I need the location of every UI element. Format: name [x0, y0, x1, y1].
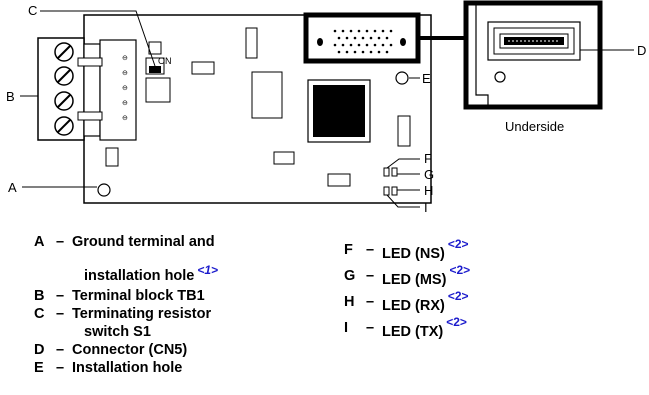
terminal-block-tb1: ⊖ ⊖ ⊖ ⊖ ⊖	[37, 37, 137, 141]
callout-i: I	[424, 200, 428, 215]
legend-dash: –	[55, 306, 65, 322]
leader-line-i	[386, 194, 420, 208]
leader-line-c	[40, 10, 156, 67]
component	[105, 147, 119, 167]
component	[245, 27, 258, 59]
legend-item-a-cont: installation hole<1>	[84, 261, 218, 285]
svg-text:⊖: ⊖	[122, 100, 128, 107]
legend-ref[interactable]: <2>	[447, 289, 469, 303]
legend-letter: G	[344, 268, 356, 284]
callout-e: E	[422, 71, 431, 86]
callout-c: C	[28, 3, 37, 18]
component	[273, 151, 295, 165]
legend-text: LED (NS)	[382, 246, 445, 262]
callout-b: B	[6, 89, 15, 104]
installation-hole-e	[395, 71, 409, 85]
callout-f: F	[424, 151, 432, 166]
component	[148, 41, 162, 55]
legend-dash: –	[55, 234, 65, 250]
legend-text: LED (TX)	[382, 324, 444, 340]
component	[251, 71, 283, 119]
legend-letter: B	[34, 288, 45, 304]
legend-text: LED (MS)	[382, 272, 447, 288]
legend-dash: –	[55, 360, 65, 376]
ground-terminal-hole-a	[97, 183, 111, 197]
legend-dash: –	[365, 268, 375, 284]
legend-letter: I	[344, 320, 349, 336]
legend-text: Connector (CN5)	[72, 342, 188, 358]
component	[145, 77, 171, 103]
component	[397, 115, 411, 147]
legend-ref[interactable]: <2>	[447, 237, 469, 251]
svg-text:⊖: ⊖	[122, 115, 128, 122]
legend-left: A–Ground terminal and installation hole<…	[34, 233, 324, 393]
legend-text: LED (RX)	[382, 298, 445, 314]
legend-dash: –	[365, 242, 375, 258]
legend-text: Installation hole	[72, 360, 183, 376]
legend-letter: H	[344, 294, 355, 310]
legend-text: Ground terminal and	[72, 234, 215, 250]
callout-h: H	[424, 183, 433, 198]
legend-ref[interactable]: <2>	[446, 315, 467, 329]
microcontroller-chip	[307, 79, 371, 143]
legend-dash: –	[365, 320, 375, 336]
legend-letter: C	[34, 306, 45, 322]
leds	[383, 167, 398, 196]
legend-ref[interactable]: <1>	[197, 263, 219, 277]
callout-g: G	[424, 167, 434, 182]
legend-item-i: I–LED (TX)<2>	[344, 313, 467, 340]
legend-dash: –	[55, 342, 65, 358]
legend-dash: –	[365, 294, 375, 310]
legend-right: F–LED (NS)<2> G–LED (MS)<2> H–LED (RX)<2…	[344, 235, 624, 345]
legend-text: Terminal block TB1	[72, 288, 205, 304]
legend-text: installation hole	[84, 268, 195, 284]
legend-item-d: D–Connector (CN5)	[34, 341, 187, 359]
legend-dash: –	[55, 288, 65, 304]
callout-d: D	[637, 43, 646, 58]
legend-item-b: B–Terminal block TB1	[34, 287, 205, 305]
legend-text: Terminating resistor	[72, 306, 212, 322]
switch-on-label: ON	[158, 56, 172, 66]
callout-a: A	[8, 180, 17, 195]
leader-line-f	[386, 158, 420, 169]
connector-cn5-top	[303, 12, 421, 64]
legend-item-c: C–Terminating resistor	[34, 305, 211, 323]
legend-item-h: H–LED (RX)<2>	[344, 287, 469, 314]
legend-item-e: E–Installation hole	[34, 359, 182, 377]
legend-item-a: A–Ground terminal and	[34, 233, 215, 251]
legend-ref[interactable]: <2>	[449, 263, 471, 277]
legend-letter: A	[34, 234, 45, 250]
legend-letter: F	[344, 242, 353, 258]
component	[327, 173, 351, 187]
legend-letter: D	[34, 342, 45, 358]
legend-item-c-cont: switch S1	[84, 323, 151, 341]
underside-label: Underside	[505, 119, 564, 134]
svg-text:⊖: ⊖	[122, 70, 128, 77]
legend-text: switch S1	[84, 324, 151, 340]
svg-text:⊖: ⊖	[122, 85, 128, 92]
legend-item-f: F–LED (NS)<2>	[344, 235, 469, 262]
svg-text:⊖: ⊖	[122, 55, 128, 62]
legend-letter: E	[34, 360, 44, 376]
legend-item-g: G–LED (MS)<2>	[344, 261, 471, 288]
underside-inset	[463, 0, 603, 110]
component	[191, 61, 215, 75]
